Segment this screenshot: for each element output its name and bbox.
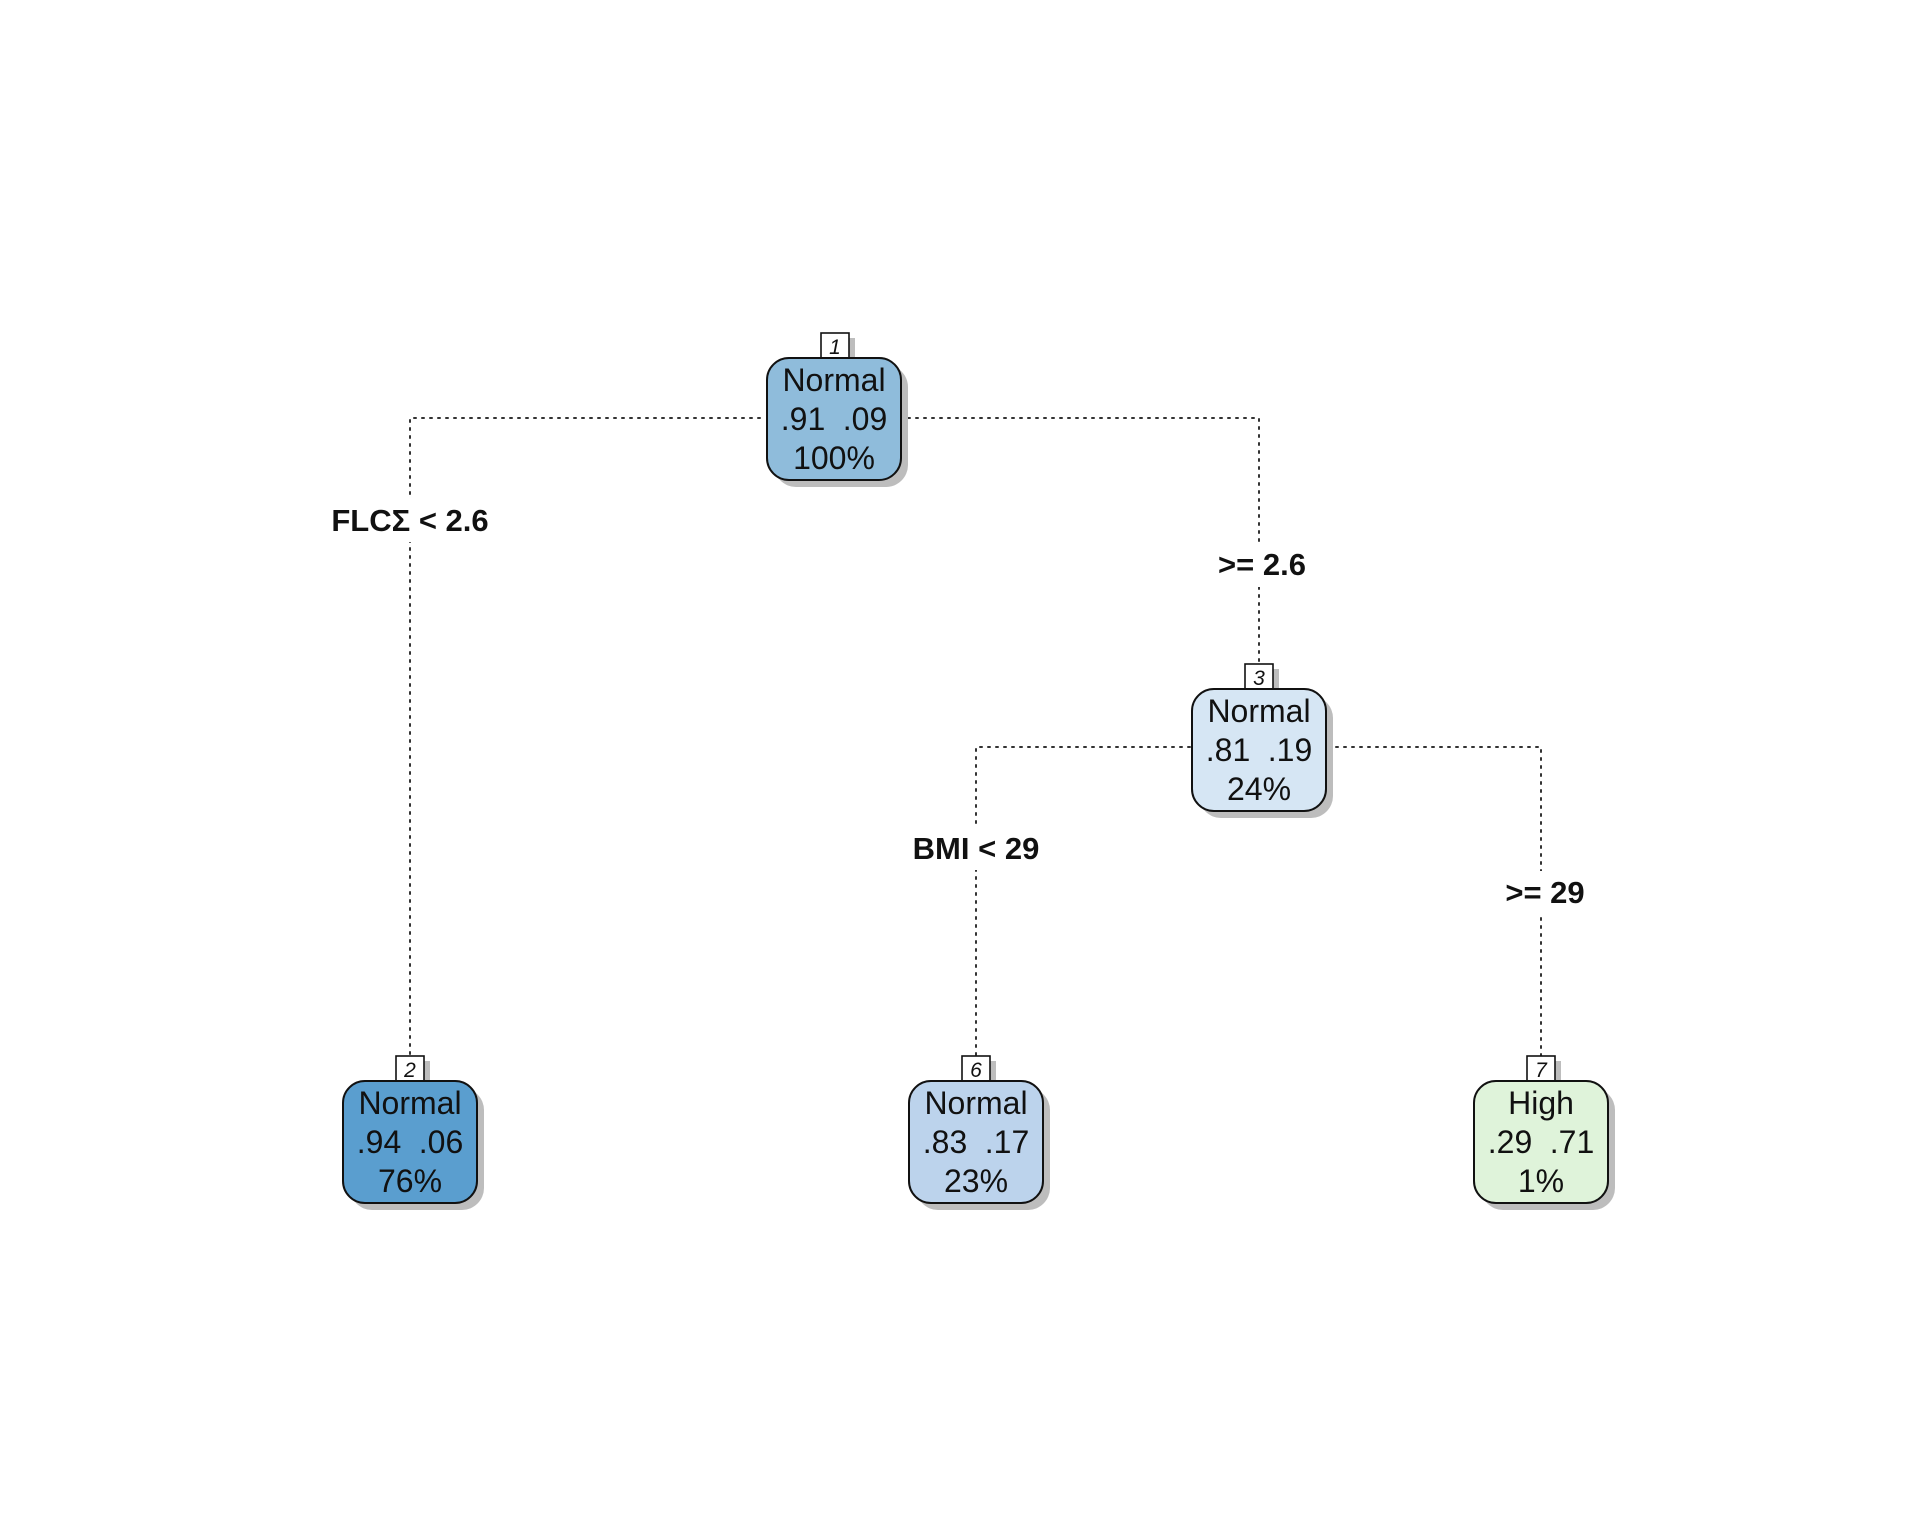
node-prob-normal: .94 bbox=[357, 1124, 401, 1160]
node-percent: 24% bbox=[1227, 771, 1291, 807]
node-prob-high: .06 bbox=[419, 1124, 463, 1160]
tree-node-7: 7 High .29 .71 1% bbox=[1473, 1055, 1615, 1210]
split-label-node3-right: >= 29 bbox=[1505, 875, 1584, 910]
split-labels: FLCΣ < 2.6 >= 2.6 BMI < 29 >= 29 bbox=[322, 498, 1592, 915]
split-label-node1-left: FLCΣ < 2.6 bbox=[331, 503, 488, 538]
node-id-label: 7 bbox=[1535, 1059, 1548, 1082]
node-prob-normal: .81 bbox=[1206, 732, 1250, 768]
tree-node-6: 6 Normal .83 .17 23% bbox=[908, 1055, 1050, 1210]
node-box bbox=[1473, 1080, 1609, 1204]
node-percent: 1% bbox=[1518, 1163, 1564, 1199]
node-class-label: Normal bbox=[1207, 693, 1310, 729]
node-id-label: 3 bbox=[1253, 667, 1265, 690]
node-id-label: 2 bbox=[403, 1059, 416, 1082]
node-id-label: 6 bbox=[970, 1059, 982, 1082]
edge-3-to-7 bbox=[1327, 746, 1542, 1061]
node-percent: 76% bbox=[378, 1163, 442, 1199]
node-prob-high: .09 bbox=[843, 401, 887, 437]
edge-1-to-3 bbox=[899, 417, 1260, 687]
node-prob-high: .17 bbox=[985, 1124, 1029, 1160]
node-prob-normal: .83 bbox=[923, 1124, 967, 1160]
node-box bbox=[908, 1080, 1044, 1204]
node-prob-high: .19 bbox=[1268, 732, 1312, 768]
tree-node-3: 3 Normal .81 .19 24% bbox=[1191, 663, 1333, 818]
node-prob-normal: .29 bbox=[1488, 1124, 1532, 1160]
node-id-label: 1 bbox=[829, 336, 841, 359]
split-label-node1-right: >= 2.6 bbox=[1218, 547, 1306, 582]
node-percent: 23% bbox=[944, 1163, 1008, 1199]
edge-3-to-6 bbox=[975, 746, 1191, 1061]
tree-node-1: 1 Normal .91 .09 100% bbox=[766, 332, 908, 487]
node-percent: 100% bbox=[793, 440, 875, 476]
node-class-label: High bbox=[1508, 1085, 1574, 1121]
node-prob-high: .71 bbox=[1550, 1124, 1594, 1160]
edge-1-to-2 bbox=[409, 417, 761, 1061]
tree-node-2: 2 Normal .94 .06 76% bbox=[342, 1055, 484, 1210]
edges bbox=[409, 417, 1542, 1061]
node-class-label: Normal bbox=[924, 1085, 1027, 1121]
node-box bbox=[1191, 688, 1327, 812]
node-prob-normal: .91 bbox=[781, 401, 825, 437]
node-class-label: Normal bbox=[358, 1085, 461, 1121]
node-box bbox=[766, 357, 902, 481]
node-box bbox=[342, 1080, 478, 1204]
node-class-label: Normal bbox=[782, 362, 885, 398]
split-label-node3-left: BMI < 29 bbox=[913, 831, 1040, 866]
